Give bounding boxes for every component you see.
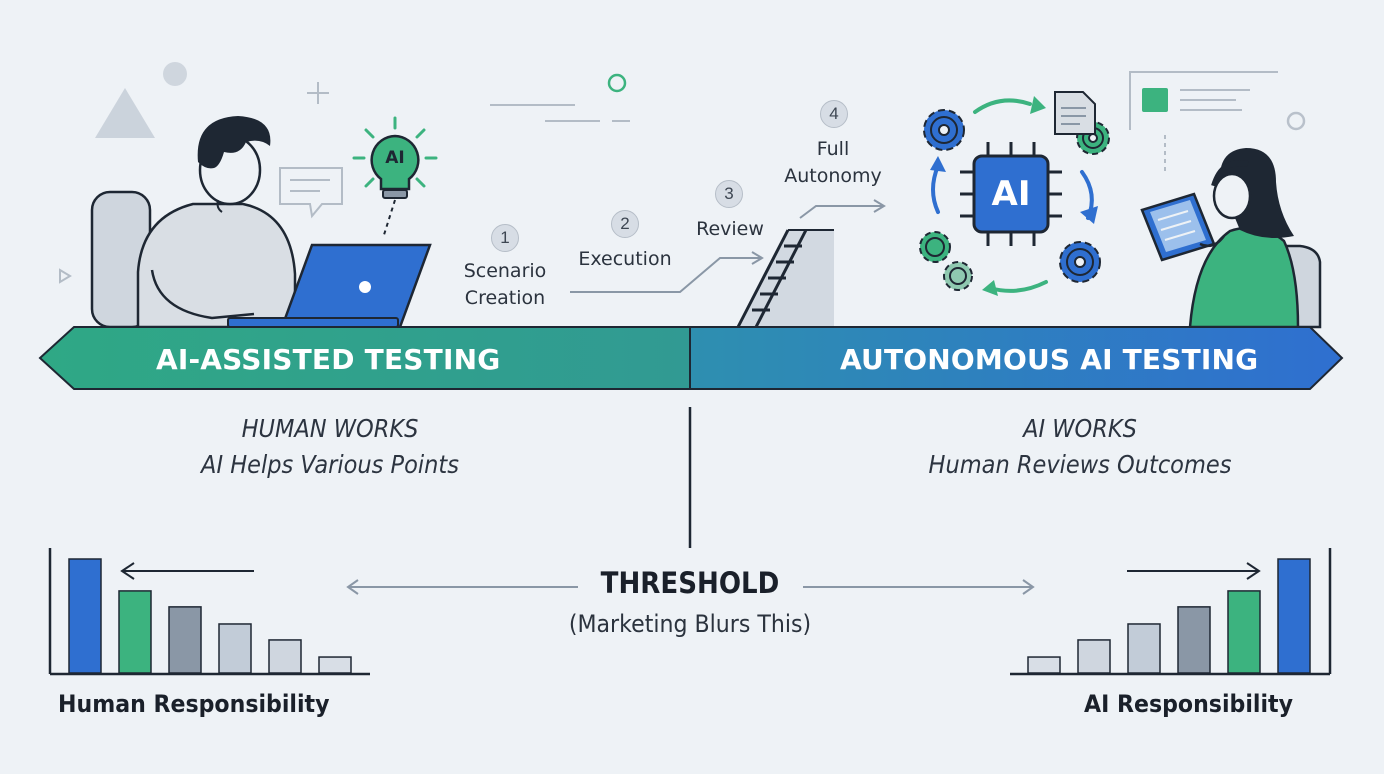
threshold-arrows bbox=[346, 579, 1035, 595]
ai-assisted-label: AI-ASSISTED TESTING bbox=[156, 343, 501, 376]
threshold-subtitle: (Marketing Blurs This) bbox=[568, 610, 812, 638]
ai-responsibility-bar-3 bbox=[1127, 623, 1161, 674]
right-desc-line1: AI WORKS bbox=[1023, 414, 1137, 443]
lightbulb-icon bbox=[352, 116, 438, 239]
ladder-icon bbox=[736, 229, 834, 328]
step-2-number: 2 bbox=[611, 210, 639, 238]
step-3-number: 3 bbox=[715, 180, 743, 208]
human-tester-figure bbox=[90, 116, 297, 329]
ai-responsibility-bar-1 bbox=[1027, 656, 1061, 674]
right-desc-line2: Human Reviews Outcomes bbox=[928, 450, 1232, 479]
step-4-number: 4 bbox=[820, 100, 848, 128]
human-reviewer-figure bbox=[1188, 148, 1322, 329]
ai-chart-axis bbox=[1010, 548, 1332, 676]
lightbulb-ai-label: AI bbox=[385, 148, 405, 168]
autonomous-label: AUTONOMOUS AI TESTING bbox=[840, 343, 1259, 376]
ai-chip-icon bbox=[960, 142, 1062, 246]
dash-lines-decoration bbox=[490, 104, 630, 122]
card-decoration bbox=[1129, 71, 1278, 175]
circle-decoration bbox=[163, 62, 187, 86]
gear-icon-green-bottom bbox=[919, 231, 973, 291]
human-responsibility-label: Human Responsibility bbox=[58, 690, 330, 718]
human-responsibility-bar-1 bbox=[68, 558, 102, 674]
ring-decoration-green bbox=[607, 73, 627, 93]
ai-responsibility-bar-2 bbox=[1077, 639, 1111, 674]
left-desc-line1: HUMAN WORKS bbox=[241, 414, 419, 443]
human-responsibility-chart bbox=[68, 558, 352, 674]
step-1-number: 1 bbox=[491, 224, 519, 252]
human-responsibility-bar-3 bbox=[168, 606, 202, 674]
human-responsibility-bar-4 bbox=[218, 623, 252, 674]
ring-decoration-grey bbox=[1286, 111, 1306, 131]
right-arrow-indicator bbox=[1127, 562, 1261, 580]
ai-responsibility-bar-6 bbox=[1277, 558, 1311, 674]
gear-icon-blue-top bbox=[923, 109, 965, 151]
document-icon bbox=[1054, 91, 1096, 135]
crosshair-decoration bbox=[307, 82, 329, 104]
threshold-title: THRESHOLD bbox=[600, 566, 780, 600]
step-3-label: Review bbox=[696, 218, 764, 240]
chat-bubble-icon bbox=[279, 167, 343, 219]
left-arrow-indicator bbox=[120, 562, 254, 580]
tablet-icon bbox=[1140, 192, 1226, 262]
gear-icon-blue-bottom bbox=[1059, 241, 1101, 283]
human-chart-axis bbox=[48, 548, 370, 676]
step-2-label: Execution bbox=[578, 248, 672, 270]
ai-responsibility-chart bbox=[1027, 558, 1311, 674]
ai-responsibility-label: AI Responsibility bbox=[1084, 690, 1293, 718]
ai-responsibility-bar-4 bbox=[1177, 606, 1211, 674]
cycle-arrows-icon bbox=[930, 96, 1098, 296]
triangle-decoration bbox=[95, 88, 155, 138]
human-responsibility-bar-2 bbox=[118, 590, 152, 674]
human-responsibility-bar-6 bbox=[318, 656, 352, 674]
play-triangle-decoration bbox=[59, 268, 72, 284]
step-flow-arrows bbox=[570, 199, 886, 293]
ai-responsibility-bar-5 bbox=[1227, 590, 1261, 674]
human-responsibility-bar-5 bbox=[268, 639, 302, 674]
left-desc-line2: AI Helps Various Points bbox=[201, 450, 459, 479]
chip-ai-label: AI bbox=[991, 174, 1031, 214]
